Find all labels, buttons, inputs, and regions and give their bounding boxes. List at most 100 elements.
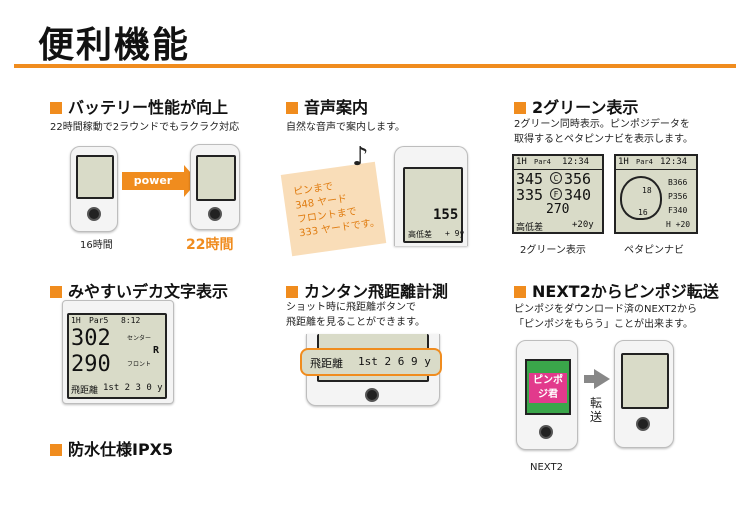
green-outline-icon bbox=[620, 176, 662, 220]
distance-number: 356 bbox=[564, 170, 592, 188]
heading-text: カンタン飛距離計測 bbox=[304, 282, 449, 301]
big-distance: 302 bbox=[71, 326, 111, 351]
distance-number: 335 bbox=[516, 186, 544, 204]
section-heading-2green: 2グリーン表示 bbox=[514, 94, 638, 118]
voice-desc: 自然な音声で案内します。 bbox=[286, 122, 405, 133]
desc-line: 「ピンポジをもらう」ことが出来ます。 bbox=[514, 319, 693, 330]
device-image-voice: 155 高低差 + 9y bbox=[394, 146, 468, 246]
transfer-arrow-icon bbox=[594, 369, 610, 389]
device-image-receiver bbox=[614, 340, 674, 448]
battery-desc: 22時間稼動で2ラウンドでもラクラク対応 bbox=[50, 122, 240, 133]
pinpos-banner: ピンポジ君 bbox=[529, 373, 567, 403]
hole-label: 1H bbox=[618, 157, 629, 167]
section-heading-bigtext: みやすいデカ文字表示 bbox=[50, 278, 228, 302]
two-green-caption: 2グリーン表示 bbox=[520, 245, 586, 256]
desc-line: ショット時に飛距離ボタンで bbox=[286, 302, 416, 313]
title-divider bbox=[14, 64, 736, 68]
screen-header: 1H Par4 12:34 bbox=[514, 156, 602, 170]
distance-number: 345 bbox=[516, 170, 544, 188]
shot-distance: 1st 2 6 9 y bbox=[358, 355, 431, 368]
bullet-square-icon bbox=[50, 286, 62, 298]
grid-number: 18 bbox=[642, 186, 652, 195]
bullet-square-icon bbox=[286, 286, 298, 298]
center-tag: センター bbox=[127, 335, 152, 342]
device-image-16h bbox=[70, 146, 118, 232]
desc-line: ピンポジをダウンロード済のNEXT2から bbox=[514, 304, 697, 315]
device-image-bigtext: 1H Par5 8:12 302 290 センター フロント R 飛距離 1st… bbox=[62, 300, 174, 404]
section-heading-distance: カンタン飛距離計測 bbox=[286, 278, 448, 302]
shot-label: 飛距離 bbox=[310, 357, 343, 370]
front-tag-icon: F bbox=[550, 188, 562, 200]
distance-highlight-box: 飛距離 1st 2 6 9 y bbox=[300, 348, 442, 376]
device-image-22h bbox=[190, 144, 240, 230]
desc-line: 飛距離を見ることができます。 bbox=[286, 317, 425, 328]
bullet-square-icon bbox=[514, 286, 526, 298]
heading-text: 防水仕様IPX5 bbox=[68, 440, 174, 459]
device-button bbox=[365, 388, 379, 402]
elev-value: +20y bbox=[572, 220, 594, 230]
music-note-icon: ♪ bbox=[352, 142, 369, 172]
page-title: 便利機能 bbox=[38, 25, 191, 66]
shot-distance: 1st 2 3 0 y bbox=[103, 383, 163, 393]
pin-distance: P356 bbox=[668, 192, 688, 201]
power-up-arrow: power up! bbox=[122, 172, 184, 205]
section-heading-battery: バッテリー性能が向上 bbox=[50, 94, 228, 118]
device-screen: 1H Par5 8:12 302 290 センター フロント R 飛距離 1st… bbox=[67, 313, 167, 399]
center-tag-icon: C bbox=[550, 172, 562, 184]
screen-number: 155 bbox=[433, 207, 459, 223]
r-mark: R bbox=[153, 345, 160, 356]
screen-header: 1H Par4 12:34 bbox=[616, 156, 696, 170]
next2-caption: NEXT2 bbox=[530, 462, 563, 473]
section-heading-waterproof: 防水仕様IPX5 bbox=[50, 436, 173, 460]
transfer-arrow-tail bbox=[584, 375, 594, 383]
shot-label: 飛距離 bbox=[71, 386, 99, 396]
heading-text: 音声案内 bbox=[304, 98, 369, 117]
device-screen bbox=[76, 155, 114, 199]
screen-elev: + 9y bbox=[445, 229, 465, 238]
height-diff: H +20 bbox=[666, 220, 691, 229]
two-green-screen: 1H Par4 12:34 345 C 356 335 F 340 270 高低… bbox=[512, 154, 604, 234]
desc-line: 取得するとペタピンナビを表示します。 bbox=[514, 134, 693, 145]
elev-label: 高低差 bbox=[516, 223, 544, 233]
section-heading-next2: NEXT2からピンポジ転送 bbox=[514, 278, 719, 302]
next2-desc: ピンポジをダウンロード済のNEXT2から 「ピンポジをもらう」ことが出来ます。 bbox=[514, 302, 697, 332]
device-button bbox=[539, 425, 553, 439]
battery-caption-16h: 16時間 bbox=[80, 240, 113, 251]
par-label: Par4 bbox=[636, 158, 653, 166]
bullet-square-icon bbox=[514, 102, 526, 114]
voice-note-text: ピンまで 348 ヤード フロントまで 333 ヤードです。 bbox=[292, 175, 381, 242]
time-label: 8:12 bbox=[121, 316, 141, 325]
peta-pin-caption: ペタピンナビ bbox=[624, 245, 684, 256]
heading-text: バッテリー性能が向上 bbox=[68, 98, 229, 117]
device-screen: 155 高低差 + 9y bbox=[403, 167, 465, 243]
desc-line: 2グリーン同時表示。ピンポジデータを bbox=[514, 119, 690, 130]
front-tag: フロント bbox=[127, 361, 152, 368]
back-distance: B366 bbox=[668, 178, 688, 187]
color-screen: ピンポジ君 bbox=[525, 359, 571, 415]
peta-pin-screen: 1H Par4 12:34 18 16 B366 P356 F340 H +20 bbox=[614, 154, 698, 234]
distance-number: 270 bbox=[546, 202, 570, 217]
heading-text: みやすいデカ文字表示 bbox=[68, 282, 229, 301]
time-label: 12:34 bbox=[660, 157, 688, 167]
hole-label: 1H bbox=[71, 316, 81, 325]
heading-text: NEXT2からピンポジ転送 bbox=[532, 282, 719, 301]
device-button bbox=[208, 207, 222, 221]
big-distance: 290 bbox=[71, 352, 111, 377]
device-screen bbox=[621, 353, 669, 409]
bullet-square-icon bbox=[286, 102, 298, 114]
section-heading-voice: 音声案内 bbox=[286, 94, 368, 118]
2green-desc: 2グリーン同時表示。ピンポジデータを 取得するとペタピンナビを表示します。 bbox=[514, 117, 693, 147]
heading-text: 2グリーン表示 bbox=[532, 98, 639, 117]
front-distance: F340 bbox=[668, 206, 688, 215]
distance-number: 340 bbox=[564, 186, 592, 204]
distance-desc: ショット時に飛距離ボタンで 飛距離を見ることができます。 bbox=[286, 300, 425, 330]
par-label: Par5 bbox=[89, 316, 109, 325]
device-button bbox=[636, 417, 650, 431]
device-button bbox=[87, 207, 101, 221]
hole-label: 1H bbox=[516, 157, 527, 167]
battery-caption-22h: 22時間 bbox=[186, 237, 234, 253]
grid-number: 16 bbox=[638, 208, 648, 217]
bullet-square-icon bbox=[50, 444, 62, 456]
device-image-next2: ピンポジ君 bbox=[516, 340, 578, 450]
par-label: Par4 bbox=[534, 158, 551, 166]
